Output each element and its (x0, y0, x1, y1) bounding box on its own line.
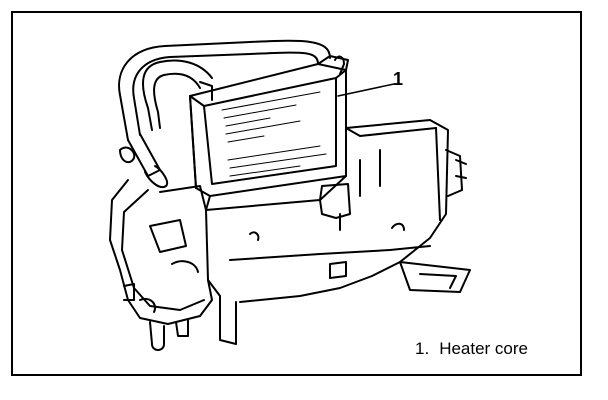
heater-pipes (118, 39, 345, 188)
figure-legend: 1. Heater core (415, 339, 528, 359)
blower-housing (109, 179, 213, 351)
heater-core (189, 55, 349, 197)
callout-number: 1 (393, 69, 404, 89)
legend-item-number: 1. (415, 339, 430, 358)
legend-item-label: Heater core (439, 339, 529, 358)
heater-case (205, 119, 471, 345)
callout-leader-line (337, 83, 395, 97)
figure-frame (11, 11, 582, 376)
